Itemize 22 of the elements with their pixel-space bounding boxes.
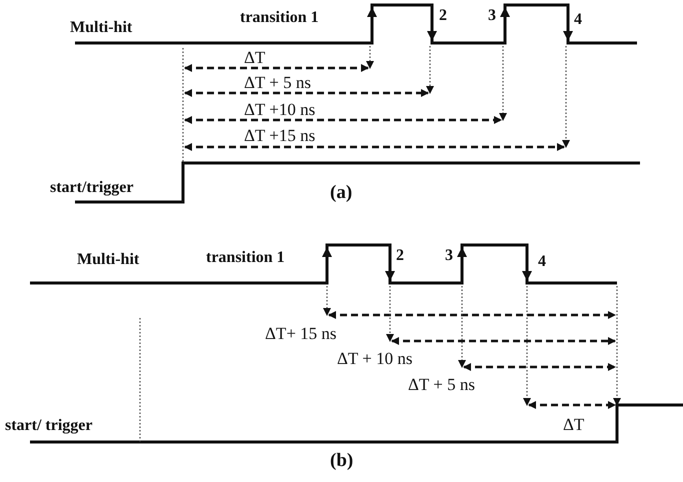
- transition-label: transition 1: [240, 10, 319, 26]
- transition-label: 4: [538, 254, 546, 270]
- signal-label: Multi-hit: [77, 252, 140, 268]
- transition-label: 3: [488, 8, 496, 24]
- time-label: ΔT +10 ns: [244, 101, 316, 118]
- panel-caption: (b): [330, 451, 354, 470]
- signal-label: Multi-hit: [70, 20, 132, 36]
- time-label: ΔT + 10 ns: [337, 350, 412, 367]
- time-label: ΔT + 5 ns: [244, 74, 311, 91]
- time-label: ΔT + 5 ns: [408, 376, 475, 393]
- time-label: ΔT +15 ns: [244, 127, 316, 144]
- signal-label: start/trigger: [50, 180, 134, 196]
- transition-label: transition 1: [206, 250, 285, 266]
- time-label: ΔT: [563, 416, 584, 433]
- transition-label: 3: [445, 248, 453, 264]
- panel-caption: (a): [330, 183, 352, 202]
- transition-label: 2: [396, 248, 404, 264]
- signal-label: start/ trigger: [5, 418, 93, 434]
- time-label: ΔT+ 15 ns: [265, 325, 337, 342]
- time-label: ΔT: [244, 49, 266, 66]
- transition-label: 4: [574, 12, 582, 28]
- transition-label: 2: [439, 8, 447, 24]
